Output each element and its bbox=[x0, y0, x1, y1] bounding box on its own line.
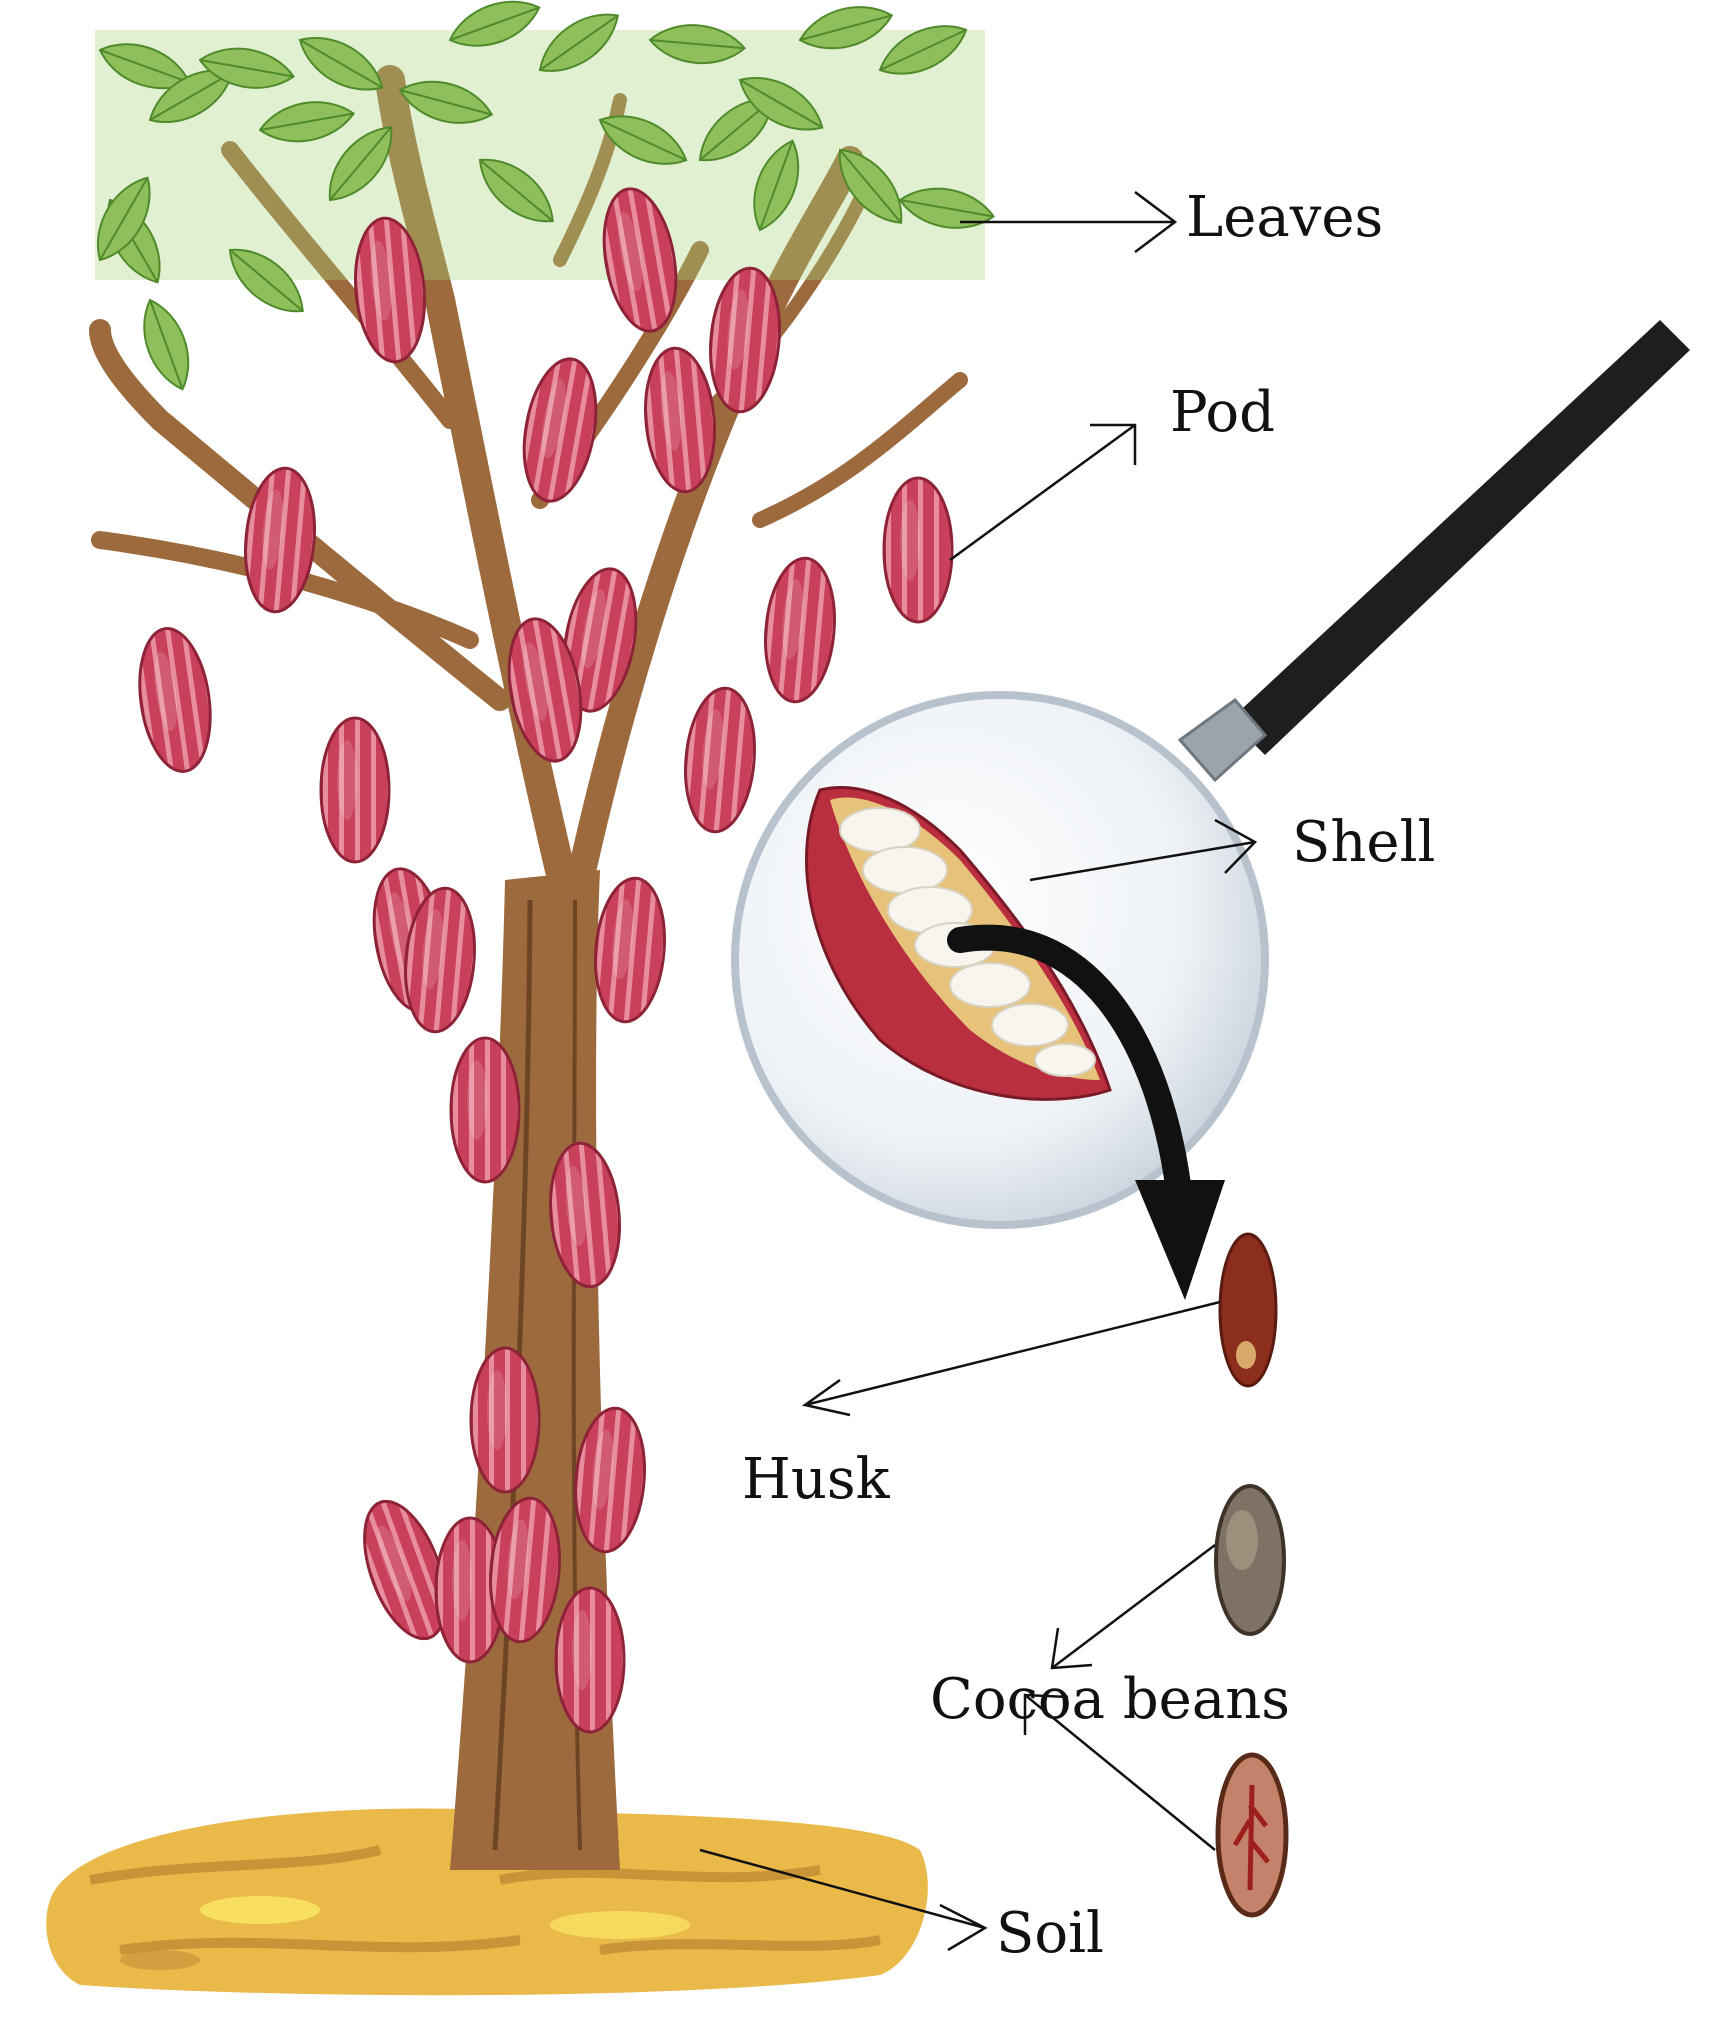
label-leaves: Leaves bbox=[1186, 185, 1384, 250]
arrow-beans-lower bbox=[1023, 1693, 1216, 1851]
annotation-arrows bbox=[699, 191, 1258, 1952]
arrow-leaves bbox=[960, 191, 1178, 253]
label-soil: Soil bbox=[996, 1901, 1104, 1966]
tree-leaves bbox=[82, 0, 998, 397]
soil-mound bbox=[46, 1808, 928, 1996]
label-shell: Shell bbox=[1292, 810, 1436, 875]
arrow-shell bbox=[1029, 818, 1258, 882]
label-husk: Husk bbox=[742, 1447, 890, 1512]
cocoa-bean-2 bbox=[1214, 1484, 1286, 1636]
arrow-pod bbox=[949, 423, 1137, 562]
arrow-soil bbox=[699, 1848, 988, 1952]
label-pod: Pod bbox=[1170, 380, 1275, 445]
cocoa-bean-1 bbox=[1218, 1232, 1278, 1388]
curved-arrow-icon bbox=[947, 924, 1225, 1300]
cocoa-bean-3 bbox=[1215, 1752, 1289, 1918]
label-cocoa-beans: Cocoa beans bbox=[930, 1667, 1291, 1732]
tree-branches bbox=[89, 65, 968, 894]
arrow-beans-upper bbox=[1050, 1544, 1216, 1670]
arrow-husk bbox=[801, 1300, 1221, 1417]
